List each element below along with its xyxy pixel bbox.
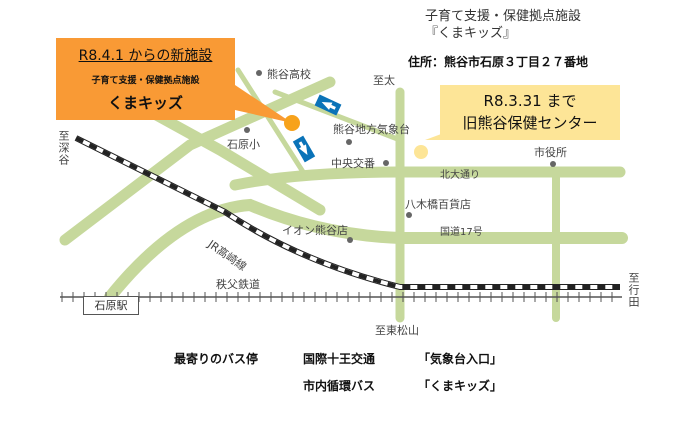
landmark-dot bbox=[406, 212, 412, 218]
callout-pointer bbox=[235, 85, 292, 123]
address: 住所：熊谷市石原３丁目２７番地 bbox=[408, 55, 589, 69]
direction-higashimatsuyama: 至東松山 bbox=[375, 324, 419, 337]
label-chichibu: 秩父鉄道 bbox=[216, 278, 260, 291]
direction-fukaya: 至深谷 bbox=[57, 130, 70, 166]
bus-line2-stop: 「くまキッズ」 bbox=[418, 379, 503, 393]
direction-gyoda: 至行田 bbox=[627, 272, 640, 308]
landmark-dot bbox=[244, 127, 250, 133]
new-facility-name: くまキッズ bbox=[107, 94, 183, 112]
new-facility-category: 子育て支援・保健拠点施設 bbox=[91, 76, 200, 86]
new-facility-callout: R8.4.1 からの新施設 子育て支援・保健拠点施設 くまキッズ bbox=[56, 38, 235, 120]
arrow-icon bbox=[292, 135, 316, 163]
bus-stop-label: 最寄りのバス停 bbox=[174, 352, 259, 366]
jr-line-dashes bbox=[75, 136, 620, 289]
label-ishihara-elementary: 石原小 bbox=[227, 138, 260, 151]
new-facility-marker bbox=[284, 115, 300, 131]
bus-line2-company: 市内循環バス bbox=[303, 379, 376, 393]
label-city-hall: 市役所 bbox=[534, 146, 567, 159]
label-kumagaya-high: 熊谷高校 bbox=[267, 68, 311, 81]
label-aeon: イオン熊谷店 bbox=[282, 224, 348, 237]
old-facility-callout: R8.3.31 まで 旧熊谷保健センター bbox=[440, 85, 620, 140]
landmark-dot bbox=[256, 70, 262, 76]
new-facility-date: R8.4.1 からの新施設 bbox=[78, 48, 213, 64]
old-facility-marker bbox=[414, 145, 428, 159]
road-diagonal-ne bbox=[59, 76, 336, 246]
facility-subtitle: 『くまキッズ』 bbox=[425, 26, 517, 41]
label-weather-station: 熊谷地方気象台 bbox=[333, 123, 410, 136]
facility-title: 子育て支援・保健拠点施設 bbox=[425, 9, 582, 24]
bus-line1-company: 国際十王交通 bbox=[303, 352, 376, 366]
old-facility-date: R8.3.31 まで bbox=[483, 92, 577, 110]
landmark-dot bbox=[346, 139, 352, 145]
bus-line1-stop: 「気象台入口」 bbox=[418, 352, 503, 366]
road-thin-1 bbox=[235, 67, 308, 178]
landmark-dot bbox=[550, 161, 556, 167]
arrow-icon bbox=[314, 94, 342, 116]
label-police: 中央交番 bbox=[331, 157, 375, 170]
label-kita-odori: 北大通り bbox=[440, 170, 480, 181]
label-yagihashi: 八木橋百貨店 bbox=[405, 198, 471, 211]
road-thin-2 bbox=[272, 89, 403, 143]
label-route17: 国道17号 bbox=[440, 227, 483, 238]
landmark-dot bbox=[347, 237, 353, 243]
landmark-dot bbox=[383, 160, 389, 166]
direction-futo: 至太 bbox=[373, 74, 395, 87]
station-ishihara: 石原駅 bbox=[83, 296, 139, 315]
old-facility-name: 旧熊谷保健センター bbox=[462, 114, 598, 132]
road-route17 bbox=[104, 198, 628, 303]
road-kita-odori bbox=[229, 166, 626, 191]
